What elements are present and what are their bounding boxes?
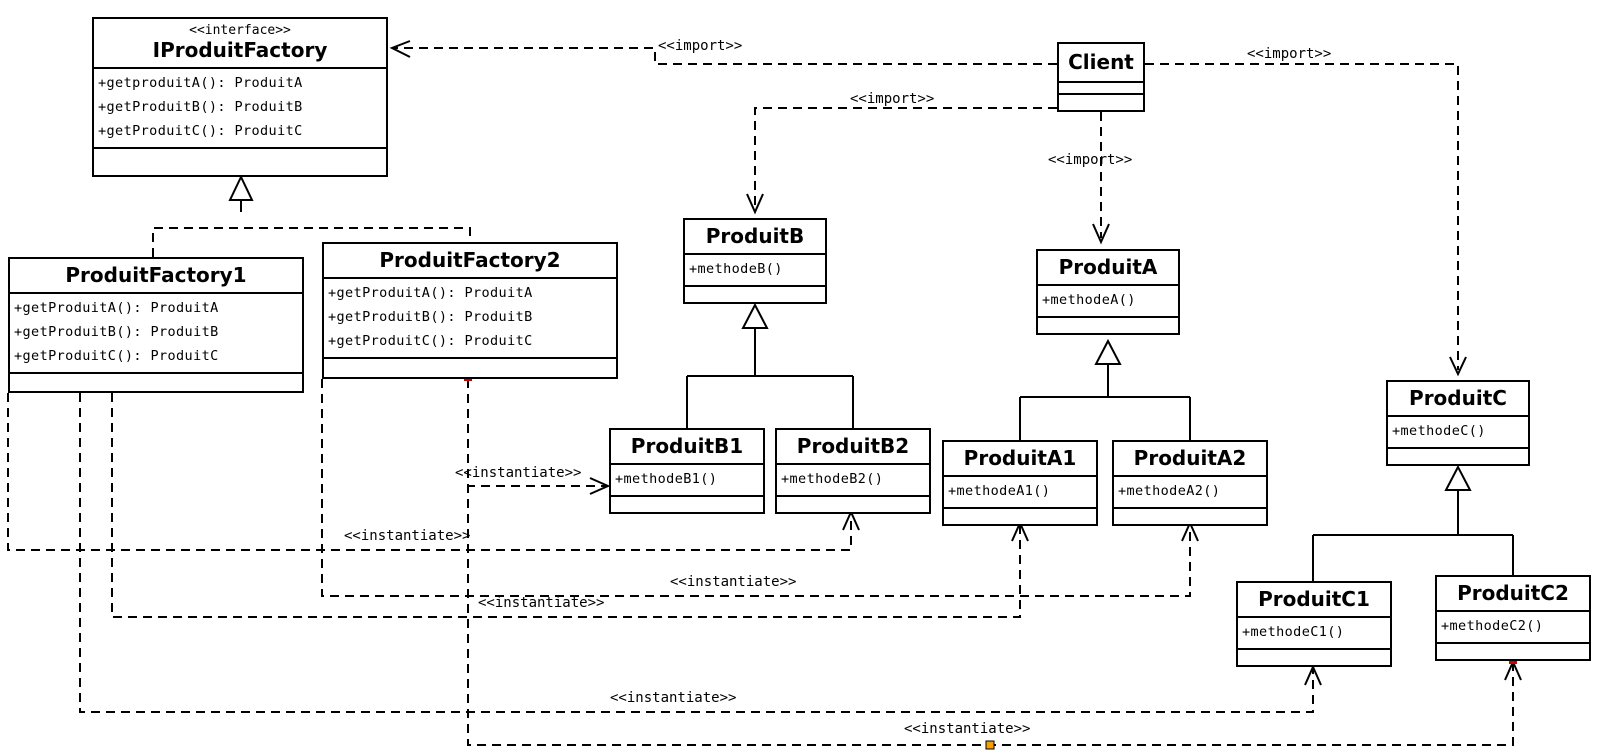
class-name: IProduitFactory (152, 38, 328, 62)
class-name: ProduitB1 (630, 434, 744, 458)
class-produitc2[interactable]: ProduitC2 +methodeC2() (1435, 575, 1591, 661)
dep-pf2-produita2 (321, 379, 1191, 597)
operation: +getProduitB(): ProduitB (98, 99, 303, 115)
dep-pf1-produitc1 (79, 393, 1314, 713)
operations: +getProduitA(): ProduitA +getProduitB():… (324, 279, 616, 359)
operation: +getProduitC(): ProduitC (328, 333, 533, 349)
class-name: ProduitC2 (1457, 581, 1569, 605)
class-iproduitfactory[interactable]: <<interface>> IProduitFactory +getprodui… (92, 17, 388, 177)
generalization-b-tree (686, 328, 854, 428)
class-produitb1[interactable]: ProduitB1 +methodeB1() (609, 428, 765, 514)
class-produitfactory2[interactable]: ProduitFactory2 +getProduitA(): ProduitA… (322, 242, 618, 379)
operations: +methodeB1() (611, 465, 763, 497)
operations: +getProduitA(): ProduitA +getProduitB():… (10, 294, 302, 374)
class-produitfactory1[interactable]: ProduitFactory1 +getProduitA(): ProduitA… (8, 257, 304, 393)
operation: +methodeC2() (1441, 618, 1544, 634)
operation: +methodeA2() (1118, 483, 1221, 499)
class-name: ProduitA2 (1133, 446, 1247, 470)
arrowhead-produitb (746, 193, 764, 215)
class-name: ProduitFactory1 (65, 263, 247, 287)
class-produita[interactable]: ProduitA +methodeA() (1036, 249, 1180, 335)
label-instantiate-produitc2: <<instantiate>> (904, 721, 1031, 737)
class-name: ProduitA1 (963, 446, 1077, 470)
operations: +methodeA() (1038, 286, 1178, 318)
operation: +getProduitA(): ProduitA (328, 285, 533, 301)
realize-pf1 (152, 227, 471, 257)
arrowhead-produita (1092, 223, 1110, 245)
operations: +methodeC2() (1437, 612, 1589, 644)
arrowhead-produitb1 (589, 477, 611, 495)
generalization-triangle-iprod (228, 174, 254, 201)
operation: +methodeC1() (1242, 624, 1345, 640)
class-name: ProduitFactory2 (379, 248, 561, 272)
class-name: ProduitB2 (796, 434, 910, 458)
operation: +getProduitC(): ProduitC (14, 348, 219, 364)
operations: +methodeA2() (1114, 477, 1266, 509)
dep-pf1-produita1 (111, 393, 1021, 618)
arrowhead-produitc (1449, 356, 1467, 377)
operations: +methodeC1() (1238, 618, 1390, 650)
dep-client-produitc (1145, 63, 1459, 370)
class-name: ProduitC1 (1258, 587, 1370, 611)
operation: +getProduitC(): ProduitC (98, 123, 303, 139)
operation: +methodeB1() (615, 471, 718, 487)
generalization-triangle-produitb (741, 302, 769, 329)
arrowhead-produitc1 (1304, 664, 1322, 686)
operations: +methodeB2() (777, 465, 929, 497)
operations: +getproduitA(): ProduitA +getProduitB():… (94, 69, 386, 149)
operation: +getproduitA(): ProduitA (98, 75, 303, 91)
class-produita2[interactable]: ProduitA2 +methodeA2() (1112, 440, 1268, 526)
operation: +getProduitB(): ProduitB (14, 324, 219, 340)
dep-client-iproduitfactory (392, 47, 1057, 65)
operations: +methodeA1() (944, 477, 1096, 509)
operation: +methodeB2() (781, 471, 884, 487)
class-name: ProduitA (1058, 255, 1158, 279)
class-produita1[interactable]: ProduitA1 +methodeA1() (942, 440, 1098, 526)
label-instantiate-produita2: <<instantiate>> (670, 574, 797, 590)
class-name: ProduitC (1409, 386, 1507, 410)
operation: +getProduitB(): ProduitB (328, 309, 533, 325)
class-name: Client (1068, 50, 1134, 74)
label-import-produitb: <<import>> (850, 91, 935, 107)
operation: +methodeB() (689, 261, 783, 277)
generalization-triangle-produita (1094, 338, 1122, 365)
operation: +getProduitA(): ProduitA (14, 300, 219, 316)
generalization-triangle-produitc (1444, 464, 1472, 491)
dep-pf1-produitb2 (7, 393, 852, 551)
generalization-c-tree (1312, 490, 1514, 581)
label-instantiate-produitb1: <<instantiate>> (455, 465, 582, 481)
label-instantiate-produitc1: <<instantiate>> (610, 690, 737, 706)
class-name: ProduitB (705, 224, 805, 248)
arrowhead-iprod (389, 40, 411, 58)
operation: +methodeC() (1392, 423, 1486, 439)
generalization-a-tree (1019, 364, 1191, 440)
operations: +methodeC() (1388, 417, 1528, 449)
class-produitb2[interactable]: ProduitB2 +methodeB2() (775, 428, 931, 514)
class-produitb[interactable]: ProduitB +methodeB() (683, 218, 827, 304)
dep-client-produitb (754, 107, 1057, 208)
label-import-produitc: <<import>> (1247, 46, 1332, 62)
class-produitc[interactable]: ProduitC +methodeC() (1386, 380, 1530, 466)
label-import-iproduitfactory: <<import>> (658, 38, 743, 54)
label-instantiate-produita1: <<instantiate>> (478, 595, 605, 611)
operation: +methodeA1() (948, 483, 1051, 499)
label-import-produita: <<import>> (1048, 152, 1133, 168)
label-instantiate-produitb2: <<instantiate>> (344, 528, 471, 544)
selection-handle-bottom (985, 740, 995, 750)
operations: +methodeB() (685, 255, 825, 287)
stereotype-interface: <<interface>> (189, 23, 291, 38)
operation: +methodeA() (1042, 292, 1136, 308)
class-client[interactable]: Client (1057, 42, 1145, 112)
class-produitc1[interactable]: ProduitC1 +methodeC1() (1236, 581, 1392, 667)
